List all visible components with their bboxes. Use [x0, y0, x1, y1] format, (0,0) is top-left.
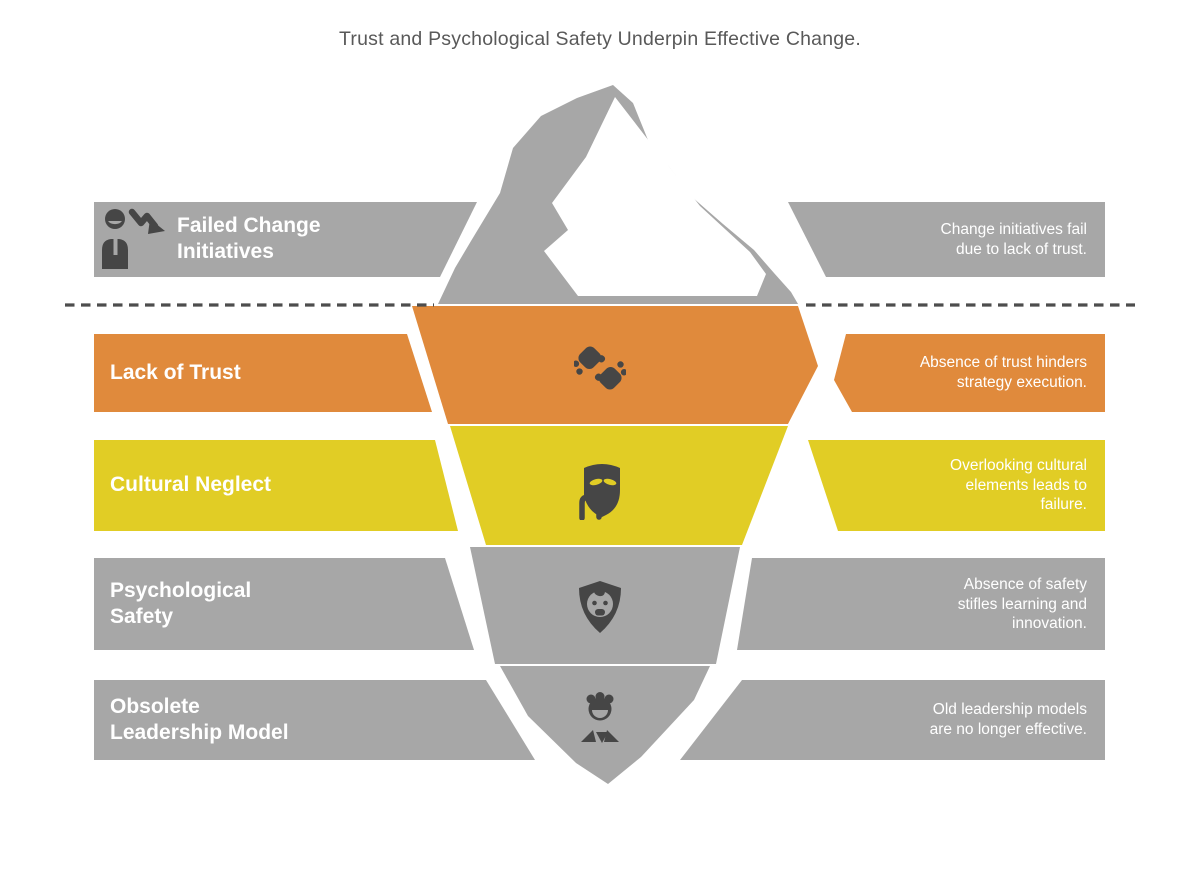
label-obsolete-leadership-model: Obsolete Leadership Model: [110, 695, 289, 744]
description-cultural-neglect: Overlooking cultural elements leads to f…: [950, 457, 1087, 513]
bar-left-lack-of-trust: [94, 334, 432, 412]
bar-left-failed-change: [94, 202, 477, 277]
crowned-leader-icon: [577, 690, 623, 753]
description-psychological-safety: Absence of safety stifles learning and i…: [957, 576, 1087, 632]
label-psychological-safety: Psychological Safety: [110, 579, 252, 628]
shield-face-icon: [574, 579, 626, 640]
bar-left-obsolete-leadership: [94, 680, 535, 760]
label-cultural-neglect: Cultural Neglect: [110, 473, 272, 496]
label-lack-of-trust: Lack of Trust: [110, 361, 241, 384]
bar-right-lack-of-trust: [834, 334, 1105, 412]
iceberg-snow-facet: [544, 97, 766, 296]
iceberg-band-lack-of-trust: [412, 306, 818, 424]
bar-left-psychological-safety: [94, 558, 474, 650]
bar-right-cultural-neglect: [808, 440, 1105, 531]
description-failed-change-initiatives: Change initiatives fail due to lack of t…: [940, 221, 1087, 258]
bar-right-failed-change: [788, 202, 1105, 277]
bar-right-psychological-safety: [737, 558, 1105, 650]
iceberg-band-bottom-v: [500, 666, 710, 784]
broken-handshake-icon: [572, 342, 628, 399]
drama-mask-icon: [576, 460, 628, 525]
person-decline-icon: [98, 205, 172, 274]
bar-left-cultural-neglect: [94, 440, 458, 531]
description-obsolete-leadership-model: Old leadership models are no longer effe…: [929, 701, 1087, 738]
bar-right-obsolete-leadership: [680, 680, 1105, 760]
label-failed-change-initiatives: Failed Change Initiatives: [177, 214, 321, 263]
description-lack-of-trust: Absence of trust hinders strategy execut…: [919, 354, 1087, 391]
page-title: Trust and Psychological Safety Underpin …: [339, 28, 861, 50]
